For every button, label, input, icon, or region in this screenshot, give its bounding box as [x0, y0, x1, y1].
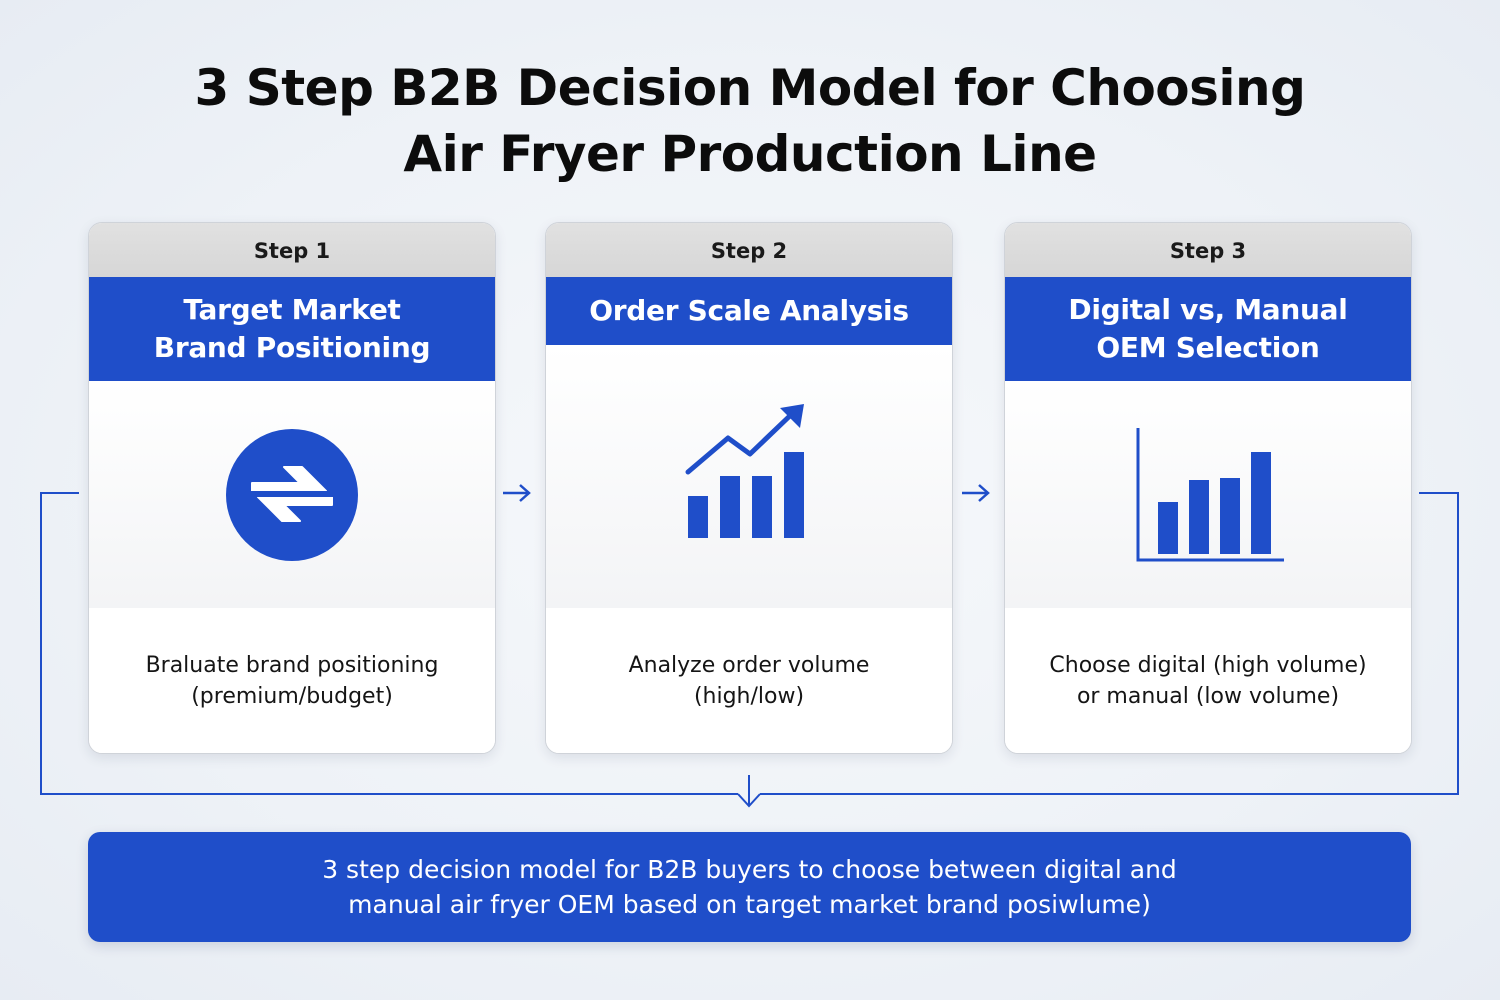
- step-3-label: Step 3: [1005, 223, 1411, 277]
- step-2-description: Analyze order volume (high/low): [546, 608, 952, 753]
- step-1-heading-line-1: Target Market: [183, 293, 401, 326]
- summary-line-2: manual air fryer OEM based on target mar…: [348, 890, 1151, 919]
- step-3-heading-line-1: Digital vs, Manual: [1068, 293, 1348, 326]
- step-1-heading: Target Market Brand Positioning: [89, 277, 495, 381]
- step-2-description-line-2: (high/low): [693, 683, 805, 709]
- step-3-heading-line-2: OEM Selection: [1096, 331, 1320, 364]
- step-2-label: Step 2: [546, 223, 952, 277]
- title-line-1: 3 Step B2B Decision Model for Choosing: [194, 59, 1306, 117]
- step-3-card: Step 3 Digital vs, Manual OEM Selection …: [1004, 222, 1412, 754]
- step-1-description-line-2: (premium/budget): [191, 683, 393, 709]
- page-title: 3 Step B2B Decision Model for Choosing A…: [0, 55, 1500, 187]
- summary-banner: 3 step decision model for B2B buyers to …: [88, 832, 1411, 942]
- step-2-heading: Order Scale Analysis: [546, 277, 952, 345]
- step-3-description-line-2: or manual (low volume): [1076, 683, 1340, 709]
- step-1-label: Step 1: [89, 223, 495, 277]
- step-3-icon-area: [1005, 381, 1411, 608]
- step-3-description-line-1: Choose digital (high volume): [1049, 652, 1367, 678]
- growth-chart-arrow-icon: [685, 403, 804, 538]
- step-1-description-line-1: Braluate brand positioning: [145, 652, 439, 678]
- step-1-description: Braluate brand positioning (premium/budg…: [89, 608, 495, 753]
- step-1-heading-line-2: Brand Positioning: [153, 331, 431, 364]
- step-1-card: Step 1 Target Market Brand Positioning B…: [88, 222, 496, 754]
- step-3-description: Choose digital (high volume) or manual (…: [1005, 608, 1411, 753]
- step-3-heading: Digital vs, Manual OEM Selection: [1005, 277, 1411, 381]
- arrow-step1-to-step2-icon: [503, 484, 531, 502]
- step-2-heading-line-1: Order Scale Analysis: [589, 294, 909, 327]
- step-1-icon-area: [89, 381, 495, 608]
- step-2-description-line-1: Analyze order volume: [628, 652, 870, 678]
- summary-line-1: 3 step decision model for B2B buyers to …: [322, 855, 1177, 884]
- left-bracket-line: [40, 492, 738, 795]
- step-2-card: Step 2 Order Scale Analysis Analyze orde…: [545, 222, 953, 754]
- step-2-icon-area: [546, 345, 952, 608]
- bar-chart-icon: [1136, 427, 1284, 561]
- arrow-step2-to-step3-icon: [962, 484, 990, 502]
- right-bracket-line: [760, 492, 1459, 795]
- title-line-2: Air Fryer Production Line: [403, 125, 1097, 183]
- circular-arrows-icon: [226, 428, 358, 561]
